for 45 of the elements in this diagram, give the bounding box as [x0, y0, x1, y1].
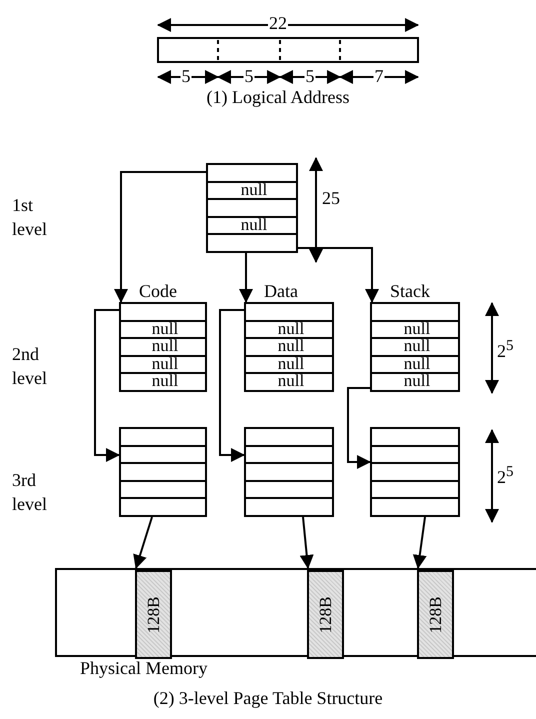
null-entry: null [276, 320, 306, 338]
dimension-label: 25 [322, 188, 340, 208]
null-entry: null [402, 337, 432, 355]
null-entry: null [276, 354, 306, 372]
arrow [239, 253, 253, 303]
arrow [114, 171, 206, 303]
page-table [370, 427, 460, 517]
arrow [94, 309, 120, 462]
memory-label: Physical Memory [80, 658, 208, 678]
page-size-label: 128B [316, 596, 336, 633]
null-entry: null [402, 354, 432, 372]
null-entry: null [402, 320, 432, 338]
page-table [244, 427, 334, 517]
page-size-label: 128B [426, 596, 446, 633]
arrow [133, 516, 153, 569]
dimension-label: 2$^{5}$ [497, 463, 514, 487]
page-size-label: 128B [144, 596, 164, 633]
arrow [219, 309, 245, 462]
level-label: 1st level [12, 194, 48, 241]
arrow [347, 387, 371, 469]
null-entry: null [150, 337, 180, 355]
null-entry: null [150, 320, 180, 338]
caption: (1) Logical Address [206, 87, 350, 107]
page-table [206, 163, 298, 253]
level-label: 3rd level [12, 469, 48, 516]
null-entry: null [276, 372, 306, 389]
arrow [298, 247, 379, 303]
table-heading: Stack [390, 281, 430, 301]
null-entry: null [402, 372, 432, 389]
table-heading: Code [139, 281, 177, 301]
null-entry: null [240, 181, 268, 198]
arrow [300, 516, 314, 569]
null-entry: null [276, 337, 306, 355]
null-entry: null [240, 216, 268, 233]
page-table [119, 427, 207, 517]
level-label: 2nd level [12, 343, 48, 390]
null-entry: null [150, 372, 180, 389]
table-heading: Data [264, 281, 298, 301]
memory-page [135, 570, 172, 659]
memory-page [417, 570, 454, 659]
null-entry: null [150, 354, 180, 372]
arrow [412, 516, 427, 569]
caption: (2) 3-level Page Table Structure [153, 688, 383, 708]
dimension-label: 2$^{5}$ [497, 337, 514, 361]
memory-page [307, 570, 344, 659]
